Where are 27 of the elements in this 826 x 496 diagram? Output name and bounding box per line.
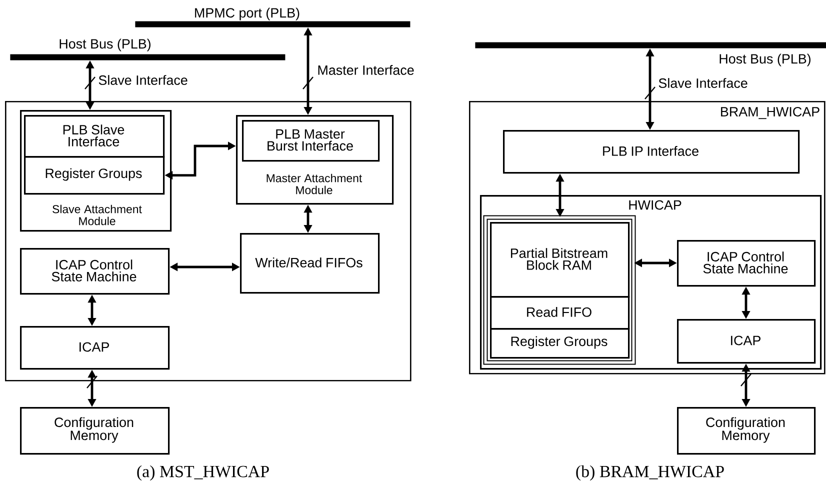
module-box: [5, 101, 412, 382]
block-box: Partial Bitstream Block RAM: [490, 222, 630, 298]
node-label: Host Bus (PLB): [60, 38, 150, 52]
edge-label: Slave Interface: [98, 75, 188, 85]
bus-bar: Host Bus (PLB): [475, 42, 826, 66]
edge-label: Master Interface: [318, 65, 414, 75]
module-box: [483, 215, 636, 365]
block-box: ICAP Control State Machine: [677, 240, 816, 287]
block-box: Configuration Memory: [20, 407, 170, 455]
block-box: Register Groups: [24, 156, 165, 195]
block-box: ICAP: [20, 326, 170, 370]
block-box: ICAP Control State Machine: [20, 248, 170, 295]
caption: (b) BRAM_HWICAP: [576, 465, 724, 481]
node-label: MPMC port (PLB): [195, 8, 300, 20]
block-box: ICAP: [677, 319, 816, 364]
block-box: Read FIFO: [490, 296, 630, 330]
bus-bar: Host Bus (PLB): [10, 38, 286, 60]
block-box: PLB Master Burst Interface: [242, 120, 380, 162]
caption: (a) MST_HWICAP: [137, 465, 269, 481]
block-box: PLB IP Interface: [503, 130, 800, 174]
bus-bar: MPMC port (PLB): [135, 8, 410, 28]
node-label: Host Bus (PLB): [720, 54, 810, 66]
block-box: Write/Read FIFOs: [240, 233, 380, 294]
block-box: Configuration Memory: [677, 407, 816, 455]
block-box: Register Groups: [490, 328, 630, 359]
edge-label: Slave Interface: [658, 78, 748, 88]
block-box: PLB Slave Interface: [24, 115, 165, 158]
